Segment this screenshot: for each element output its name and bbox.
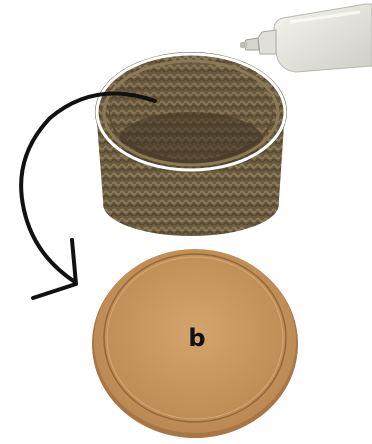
cork-rope-ring [95,52,287,236]
step-label: b [182,324,212,352]
glue-bottle-icon [240,4,372,72]
